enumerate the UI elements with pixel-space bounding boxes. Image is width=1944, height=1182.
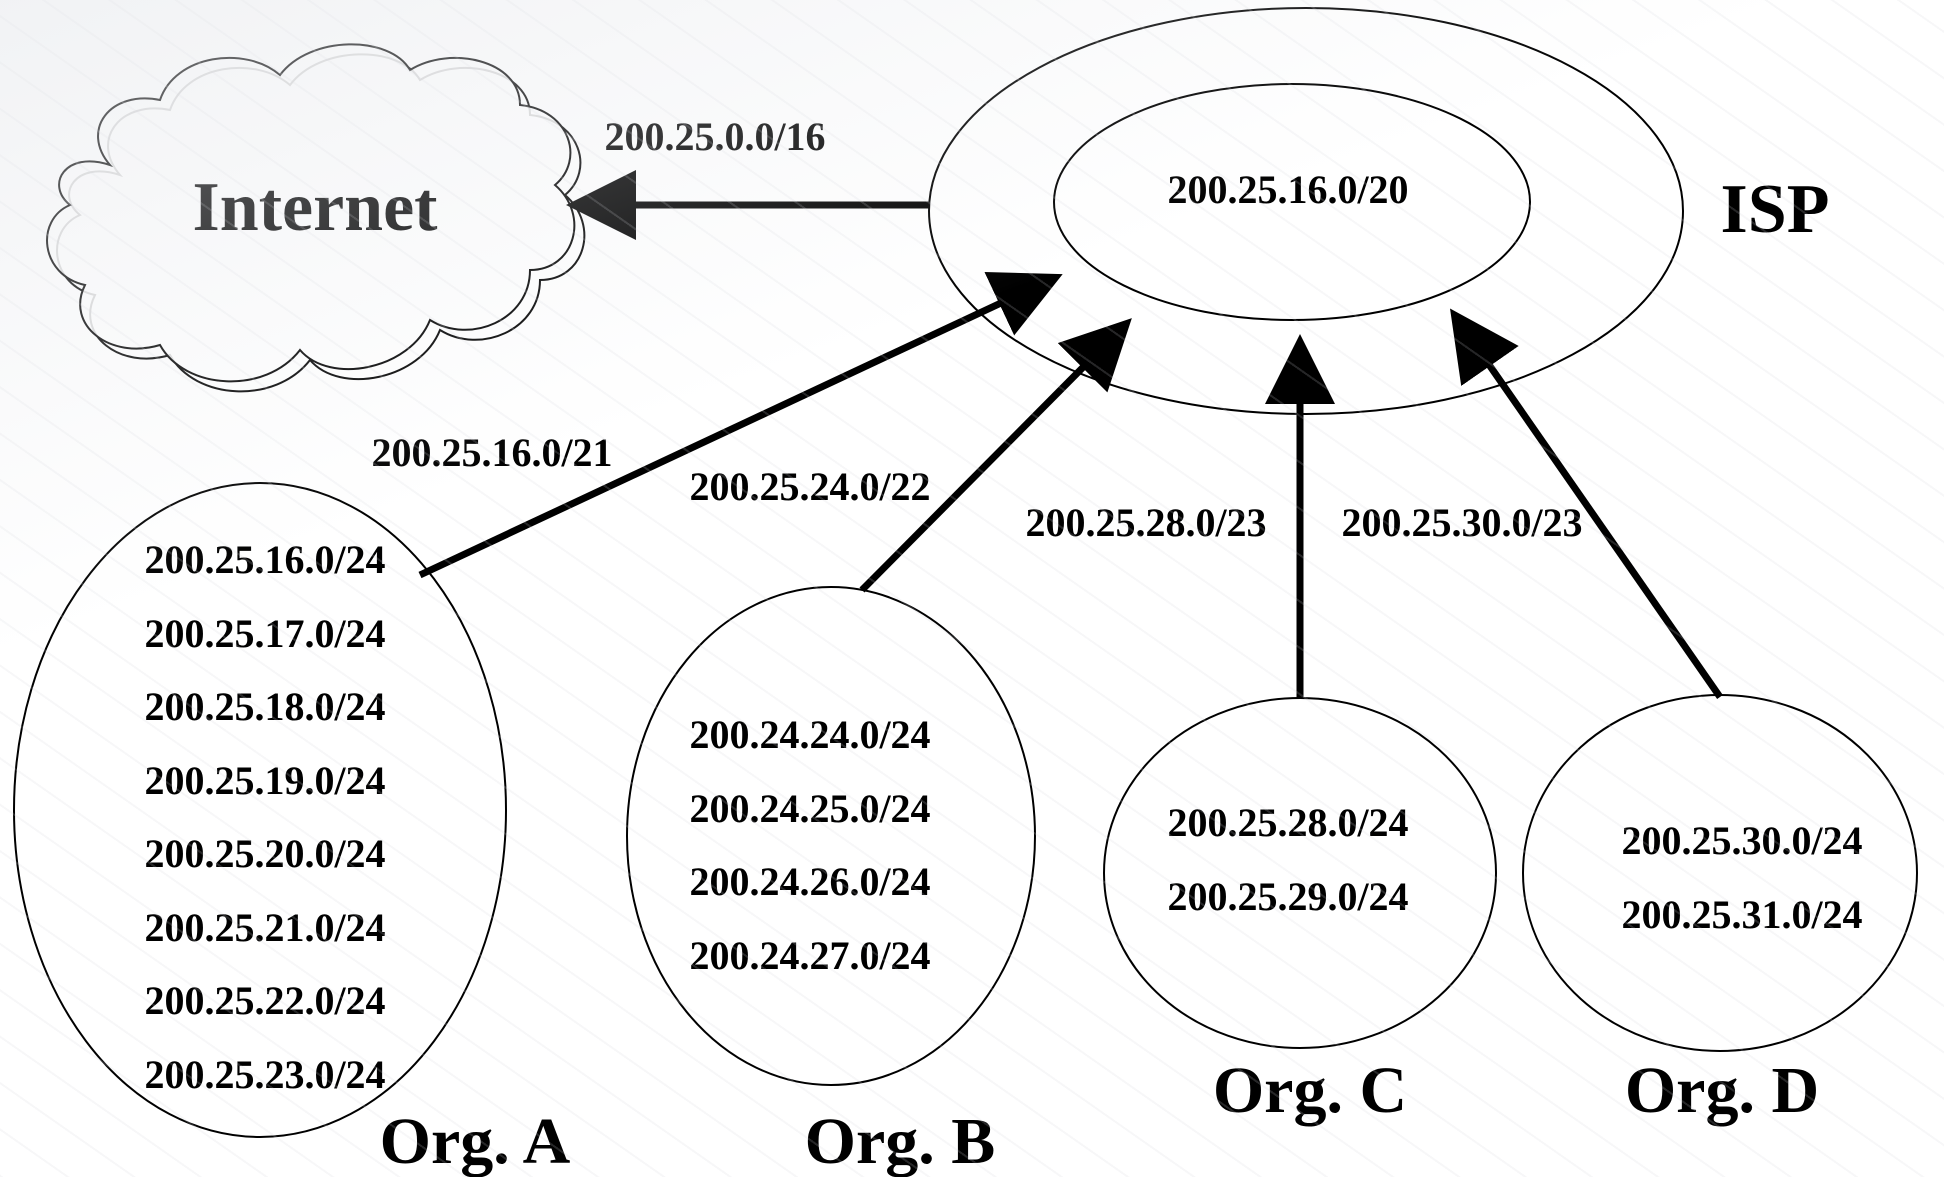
org-b-network: 200.24.24.0/24 <box>689 712 930 757</box>
isp-label: ISP <box>1721 171 1830 248</box>
org-a-network: 200.25.19.0/24 <box>144 758 385 803</box>
org-d-network: 200.25.30.0/24 <box>1621 818 1862 863</box>
org-b-network-list: 200.24.24.0/24 200.24.25.0/24 200.24.26.… <box>689 712 930 978</box>
isp-block-label: 200.25.16.0/20 <box>1167 167 1408 212</box>
org-a-network: 200.25.22.0/24 <box>144 978 385 1023</box>
org-d-network-list: 200.25.30.0/24 200.25.31.0/24 <box>1621 818 1862 937</box>
org-a-network: 200.25.20.0/24 <box>144 831 385 876</box>
org-c-network-list: 200.25.28.0/24 200.25.29.0/24 <box>1167 800 1408 919</box>
org-d-prefix: 200.25.30.0/23 <box>1341 500 1582 545</box>
org-a-network: 200.25.16.0/24 <box>144 537 385 582</box>
org-a-label: Org. A <box>380 1105 571 1177</box>
org-b-prefix: 200.25.24.0/22 <box>689 464 930 509</box>
org-c-network: 200.25.28.0/24 <box>1167 800 1408 845</box>
org-a-network-list: 200.25.16.0/24 200.25.17.0/24 200.25.18.… <box>144 537 385 1097</box>
org-a-network: 200.25.18.0/24 <box>144 684 385 729</box>
org-d-region <box>1522 694 1918 1052</box>
org-c-region <box>1103 697 1497 1049</box>
org-c-prefix: 200.25.28.0/23 <box>1025 500 1266 545</box>
isp-to-internet-prefix: 200.25.0.0/16 <box>604 114 825 159</box>
org-b-label: Org. B <box>805 1105 996 1177</box>
org-c-network: 200.25.29.0/24 <box>1167 874 1408 919</box>
org-c-label: Org. C <box>1213 1054 1407 1127</box>
org-d-label: Org. D <box>1625 1054 1819 1127</box>
org-a-network: 200.25.23.0/24 <box>144 1052 385 1097</box>
org-a-network: 200.25.17.0/24 <box>144 611 385 656</box>
org-a-network: 200.25.21.0/24 <box>144 905 385 950</box>
org-b-network: 200.24.25.0/24 <box>689 786 930 831</box>
org-b-region <box>626 586 1036 1086</box>
org-a-to-isp-arrow <box>418 272 1063 579</box>
org-b-network: 200.24.27.0/24 <box>689 933 930 978</box>
org-b-network: 200.24.26.0/24 <box>689 859 930 904</box>
org-d-network: 200.25.31.0/24 <box>1621 892 1862 937</box>
internet-label: Internet <box>193 169 438 246</box>
org-a-prefix: 200.25.16.0/21 <box>371 430 612 475</box>
org-b-to-isp-arrow <box>859 318 1132 593</box>
